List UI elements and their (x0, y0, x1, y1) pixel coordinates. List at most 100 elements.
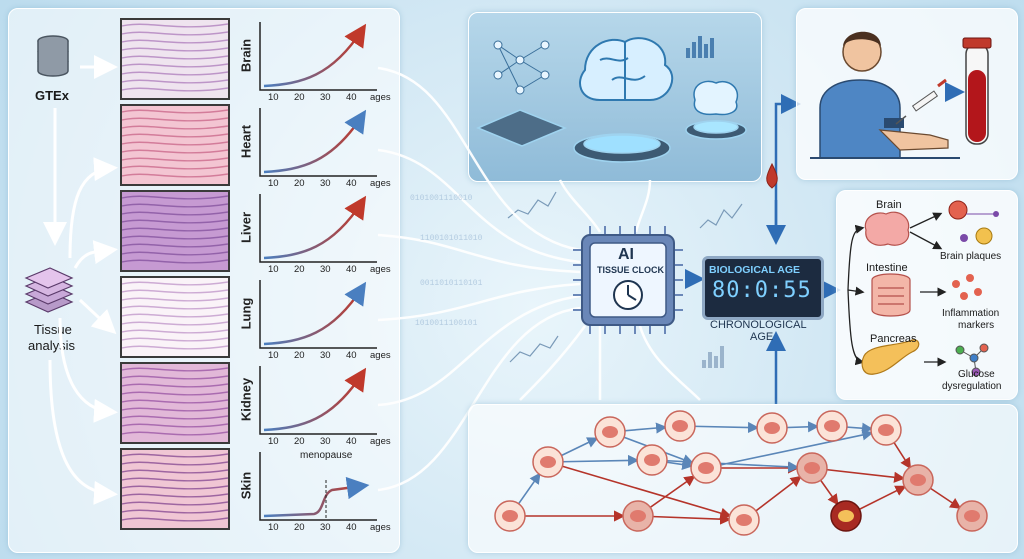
organ-node-liver-icon (728, 504, 760, 536)
brain-hologram-icon (579, 37, 674, 101)
axis-tick-brain-1: 20 (294, 92, 305, 103)
organ-pancreas-label: Pancreas (870, 333, 917, 345)
bar-chart-icon (686, 36, 714, 58)
chip-title: AI (618, 246, 634, 263)
axis-tick-brain-2: 30 (320, 92, 331, 103)
syringe-icon (895, 78, 947, 125)
inflammation-icon (952, 274, 982, 300)
svg-text:0011010110101: 0011010110101 (420, 279, 483, 288)
tissue-stack-icon (24, 267, 74, 313)
database-icon (37, 35, 69, 77)
tissue-thumbnail-liver (120, 190, 230, 272)
organ-intestine-label: Intestine (866, 262, 908, 274)
effect-inflammation-2: markers (958, 320, 995, 331)
organ-node-uterus-icon (494, 500, 526, 532)
axis-tick-lung-0: 10 (268, 350, 279, 361)
axis-tick-brain-0: 10 (268, 92, 279, 103)
aging-curve-kidney (259, 366, 377, 435)
svg-text:1100101011010: 1100101011010 (420, 234, 483, 243)
biological-age-display (702, 256, 824, 320)
organ-node-cells-icon (816, 410, 848, 442)
aging-curve-liver (259, 194, 377, 263)
aging-curve-brain (259, 22, 377, 91)
axis-tick-liver-4: ages (370, 264, 391, 275)
chip-subtitle: TISSUE CLOCK (597, 265, 665, 275)
axis-tick-kidney-1: 20 (294, 436, 305, 447)
axis-tick-heart-1: 20 (294, 178, 305, 189)
mini-chart-icon (507, 191, 743, 363)
biological-age-digits: 80:0:55 (712, 278, 812, 303)
patient-icon (810, 31, 960, 159)
axis-tick-kidney-3: 40 (346, 436, 357, 447)
tissue-thumbnail-lung (120, 276, 230, 358)
tissue-thumbnail-brain (120, 18, 230, 100)
aging-curve-lung (259, 280, 377, 349)
blood-tube-icon (962, 37, 992, 145)
effect-glucose-2: dysregulation (942, 381, 1002, 392)
organ-node-lung-icon (870, 414, 902, 446)
tissue-thumbnail-kidney (120, 362, 230, 444)
tissue-analysis-label-1: Tissue (34, 322, 72, 337)
pancreas-icon (861, 339, 920, 375)
organ-node-liver-icon (690, 452, 722, 484)
chronological-age-label-2: AGE (750, 331, 774, 343)
svg-text:0101001110010: 0101001110010 (410, 194, 473, 203)
mini-bars-icon (702, 346, 724, 368)
small-brain-icon (693, 80, 739, 116)
axis-tick-liver-3: 40 (346, 264, 357, 275)
menopause-annotation: menopause (300, 450, 353, 461)
axis-tick-skin-3: 40 (346, 522, 357, 533)
axis-tick-liver-1: 20 (294, 264, 305, 275)
organ-node-kidney-icon (902, 464, 934, 496)
organ-node-heart-icon (664, 410, 696, 442)
axis-tick-skin-0: 10 (268, 522, 279, 533)
organ-link-21 (547, 461, 732, 519)
axis-tick-lung-4: ages (370, 350, 391, 361)
axis-tick-skin-1: 20 (294, 522, 305, 533)
clock-icon (613, 280, 643, 310)
axis-tick-kidney-2: 30 (320, 436, 331, 447)
neural-network-icon (493, 40, 550, 95)
organ-node-intestine-icon (756, 412, 788, 444)
axis-tick-brain-4: ages (370, 92, 391, 103)
axis-tick-brain-3: 40 (346, 92, 357, 103)
organ-node-kidney-icon (622, 500, 654, 532)
organ-node-stomach-icon (636, 444, 668, 476)
effect-glucose-1: Glucose (958, 369, 995, 380)
axis-tick-lung-3: 40 (346, 350, 357, 361)
organ-node-heart-icon (796, 452, 828, 484)
organ-brain-label: Brain (876, 199, 902, 211)
axis-tick-kidney-4: ages (370, 436, 391, 447)
effect-brain-plaques: Brain plaques (940, 251, 1002, 262)
organ-node-lung-icon (594, 416, 626, 448)
axis-tick-skin-4: ages (370, 522, 391, 533)
intestine-icon (871, 273, 911, 317)
organ-node-pancreas-icon (830, 500, 862, 532)
tissue-thumbnail-heart (120, 104, 230, 186)
glucose-icon (955, 343, 989, 377)
effect-inflammation-1: Inflammation (942, 308, 1000, 319)
axis-tick-liver-0: 10 (268, 264, 279, 275)
organ-node-brain-icon (532, 446, 564, 478)
axis-tick-heart-2: 30 (320, 178, 331, 189)
axis-tick-skin-2: 30 (320, 522, 331, 533)
brain-organ-icon (864, 211, 910, 246)
biological-age-label: BIOLOGICAL AGE (709, 264, 801, 276)
axis-tick-heart-4: ages (370, 178, 391, 189)
axis-tick-liver-2: 30 (320, 264, 331, 275)
organ-link-20 (705, 429, 874, 469)
axis-tick-kidney-0: 10 (268, 436, 279, 447)
aging-curve-skin (259, 452, 377, 521)
chronological-age-label-1: CHRONOLOGICAL (710, 319, 807, 331)
tissue-thumbnail-skin (120, 448, 230, 530)
gtex-label: GTEx (35, 88, 69, 103)
axis-tick-lung-2: 30 (320, 350, 331, 361)
blood-drop-icon (766, 162, 778, 189)
